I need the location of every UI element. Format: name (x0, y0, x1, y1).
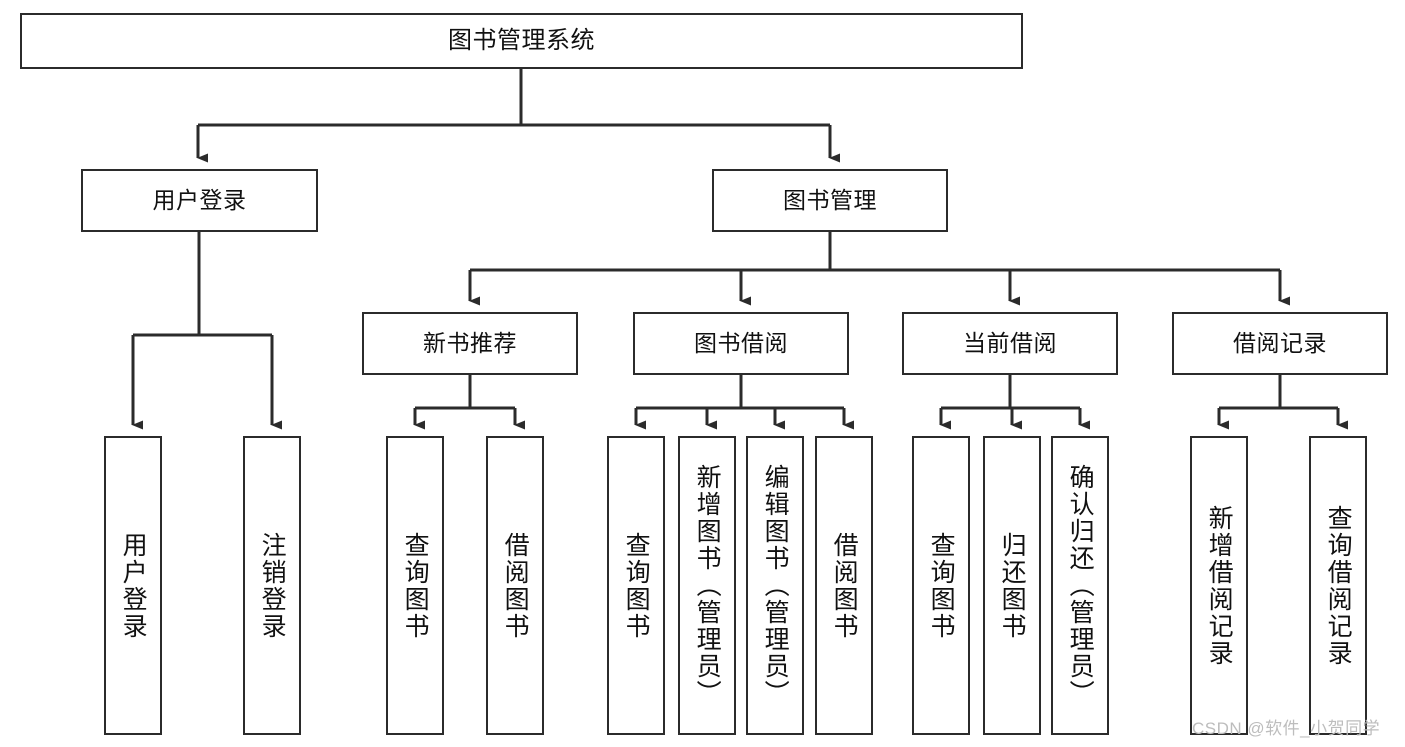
leaf-user-login[interactable]: 用户登录 (104, 436, 162, 735)
node-user-login[interactable]: 用户登录 (81, 169, 318, 232)
node-root-label: 图书管理系统 (448, 27, 595, 55)
leaf-query-record[interactable]: 查询借阅记录 (1309, 436, 1367, 735)
node-new-book-recommend-label: 新书推荐 (423, 330, 517, 357)
leaf-user-login-label: 用户登录 (119, 531, 148, 640)
node-current-borrow[interactable]: 当前借阅 (902, 312, 1118, 375)
leaf-query-book-3[interactable]: 查询图书 (912, 436, 970, 735)
leaf-borrow-book-1[interactable]: 借阅图书 (486, 436, 544, 735)
node-borrow-record[interactable]: 借阅记录 (1172, 312, 1388, 375)
leaf-edit-book[interactable]: 编辑图书（管理员） (746, 436, 804, 735)
node-new-book-recommend[interactable]: 新书推荐 (362, 312, 578, 375)
leaf-edit-book-label: 编辑图书（管理员） (761, 464, 790, 707)
leaf-add-book[interactable]: 新增图书（管理员） (678, 436, 736, 735)
node-borrow-record-label: 借阅记录 (1233, 330, 1327, 357)
leaf-query-book-2-label: 查询图书 (622, 531, 651, 640)
leaf-add-record[interactable]: 新增借阅记录 (1190, 436, 1248, 735)
leaf-return-book-label: 归还图书 (998, 531, 1027, 640)
node-book-manage-label: 图书管理 (783, 187, 877, 214)
leaf-query-book-2[interactable]: 查询图书 (607, 436, 665, 735)
leaf-confirm-return-label: 确认归还（管理员） (1066, 464, 1095, 707)
leaf-logout[interactable]: 注销登录 (243, 436, 301, 735)
leaf-add-record-label: 新增借阅记录 (1205, 504, 1234, 667)
leaf-borrow-book-2-label: 借阅图书 (830, 531, 859, 640)
node-book-borrow[interactable]: 图书借阅 (633, 312, 849, 375)
node-book-manage[interactable]: 图书管理 (712, 169, 948, 232)
leaf-borrow-book-2[interactable]: 借阅图书 (815, 436, 873, 735)
node-user-login-label: 用户登录 (152, 187, 247, 214)
node-book-borrow-label: 图书借阅 (694, 330, 788, 357)
node-root[interactable]: 图书管理系统 (20, 13, 1023, 69)
leaf-logout-label: 注销登录 (258, 531, 287, 640)
leaf-add-book-label: 新增图书（管理员） (693, 464, 722, 707)
csdn-watermark: CSDN @软件_小贺同学 (1192, 719, 1381, 738)
leaf-confirm-return[interactable]: 确认归还（管理员） (1051, 436, 1109, 735)
leaf-borrow-book-1-label: 借阅图书 (501, 531, 530, 640)
node-current-borrow-label: 当前借阅 (963, 330, 1057, 357)
leaf-query-book-3-label: 查询图书 (927, 531, 956, 640)
leaf-query-book-1-label: 查询图书 (401, 531, 430, 640)
leaf-return-book[interactable]: 归还图书 (983, 436, 1041, 735)
leaf-query-record-label: 查询借阅记录 (1324, 504, 1353, 667)
leaf-query-book-1[interactable]: 查询图书 (386, 436, 444, 735)
